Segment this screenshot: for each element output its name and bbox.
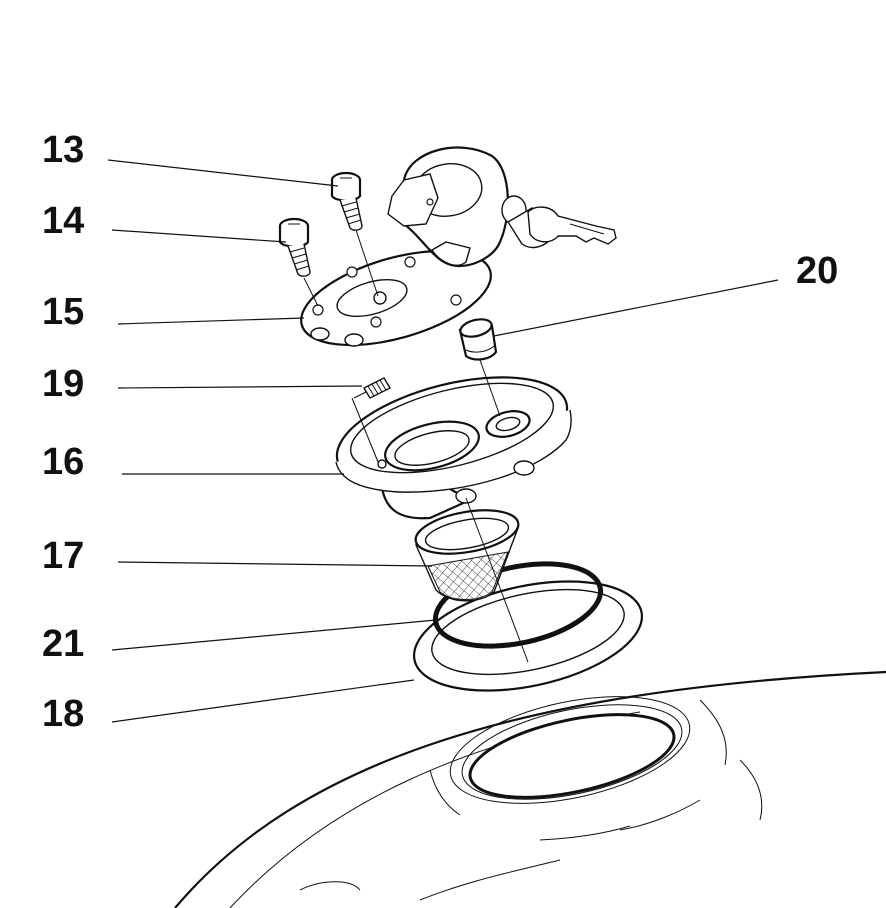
callout-14: 14 [42, 200, 84, 242]
leader-15 [117, 317, 305, 325]
callout-18: 18 [42, 693, 84, 735]
part-13-screw [330, 171, 363, 231]
leader-18 [111, 679, 415, 723]
assembly-axis-lines [303, 229, 529, 663]
callout-19: 19 [42, 363, 84, 405]
leader-14 [111, 229, 287, 243]
callout-16: 16 [42, 441, 84, 483]
leader-lines [107, 159, 779, 723]
callout-labels: 13 14 15 19 16 17 21 18 20 [42, 129, 838, 735]
part-19-grub-screw [363, 377, 391, 399]
part-14-screw [278, 217, 311, 277]
leader-19 [117, 385, 363, 389]
part-16-flange [335, 376, 572, 520]
callout-20: 20 [796, 250, 838, 292]
leader-20 [493, 279, 779, 337]
callout-21: 21 [42, 623, 84, 665]
leader-17 [117, 561, 433, 567]
part-21-o-ring [432, 561, 604, 649]
callout-15: 15 [42, 291, 84, 333]
leader-13 [107, 159, 339, 187]
part-15-mounting-plate [300, 249, 492, 347]
part-20-bushing [458, 318, 498, 361]
leader-21 [111, 619, 437, 651]
part-18-gasket [412, 580, 644, 692]
key-set [507, 206, 617, 249]
callout-13: 13 [42, 129, 84, 171]
filler-cap-lock [387, 146, 527, 267]
part-17-filter-strainer [414, 509, 520, 602]
tank-filler-opening [449, 696, 691, 804]
callout-17: 17 [42, 535, 84, 577]
